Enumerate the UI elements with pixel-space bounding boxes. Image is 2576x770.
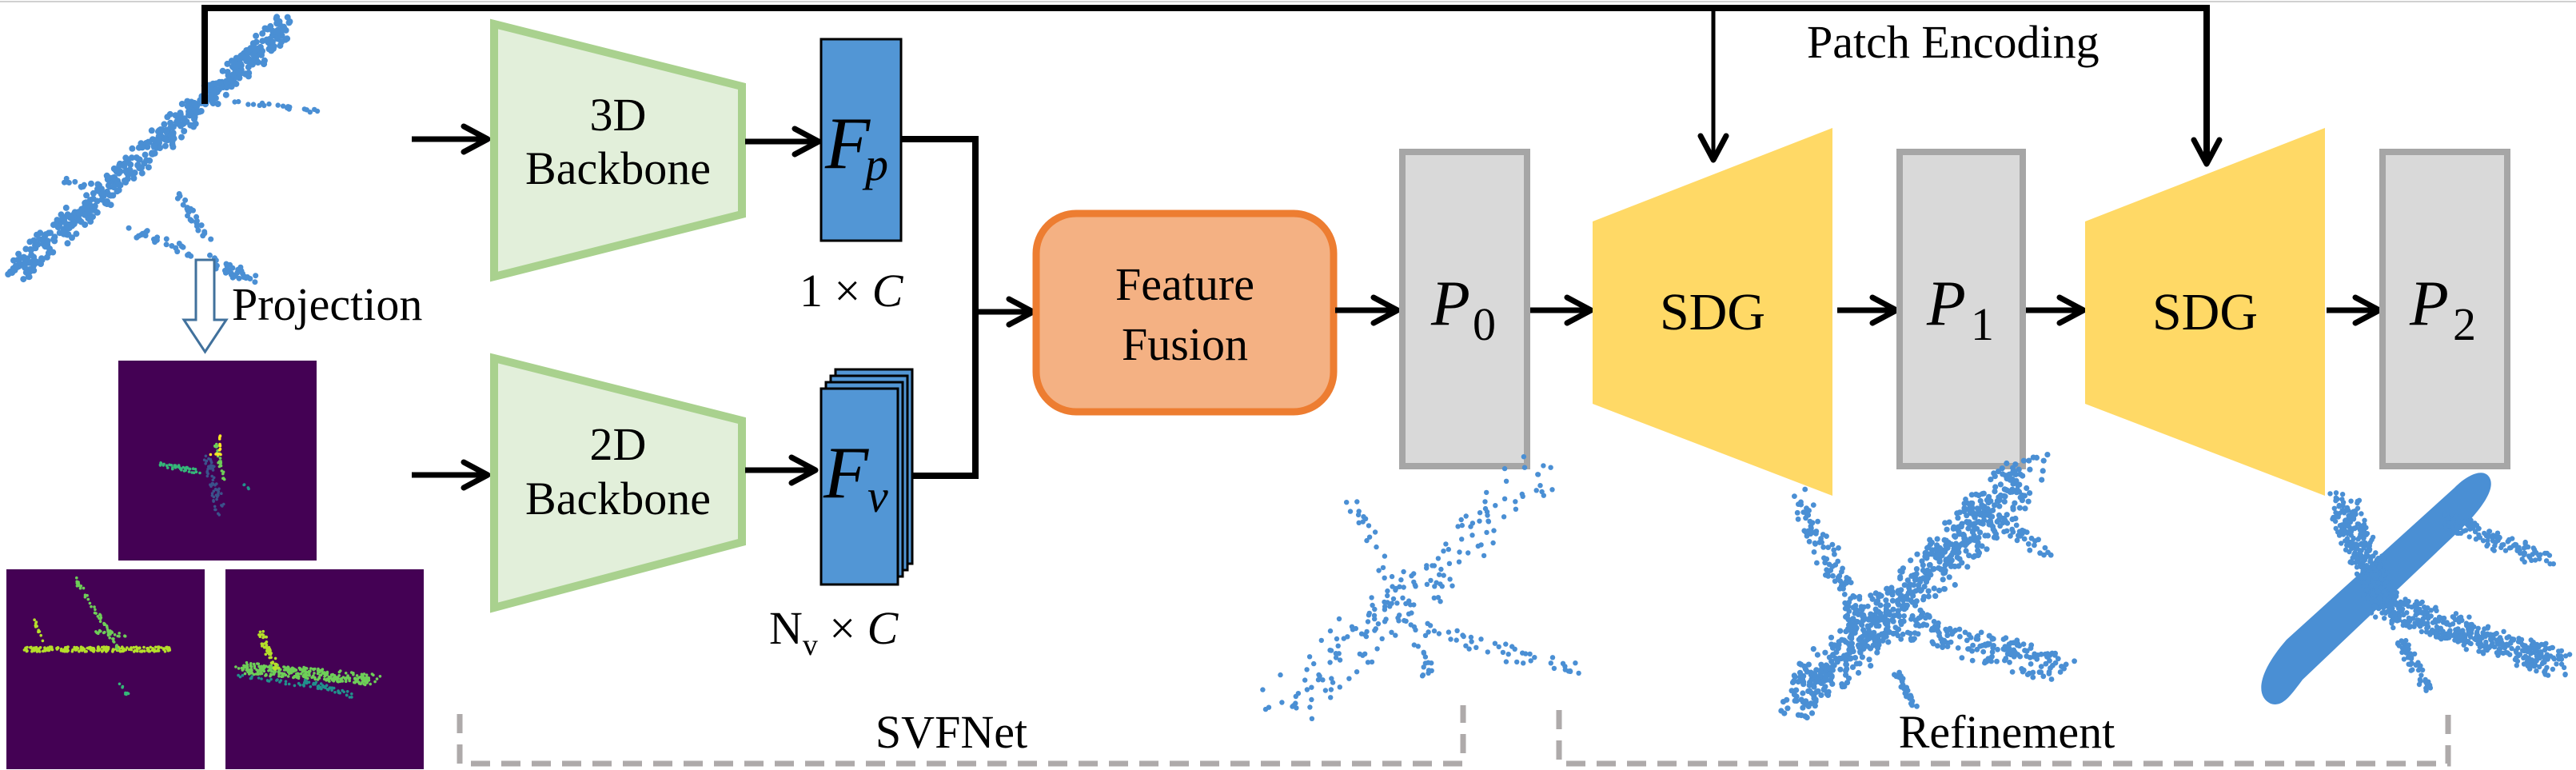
input-point-cloud [5,14,321,285]
depth-map-bottom-right [225,569,424,769]
backbone-2d-line1: 2D [590,418,647,470]
backbone-3d-line1: 3D [590,89,647,141]
projection-arrow-icon [181,258,229,354]
backbone-3d-line2: Backbone [525,142,711,194]
projection-label: Projection [232,278,422,330]
backbone-3d: 3D Backbone [490,18,746,282]
p2-subscript: 2 [2453,298,2476,350]
sdg-block-2: SDG [2085,128,2325,496]
sdg-1-label: SDG [1660,283,1765,341]
p0-subscript: 0 [1473,298,1496,350]
feature-fp: F p [819,38,903,242]
p2-symbol: P [2409,269,2449,339]
sdg-2-label: SDG [2152,283,2258,341]
refinement-group-bracket: Refinement [1556,706,2451,767]
fv-subscript: v [867,470,888,522]
fusion-line2: Fusion [1122,318,1248,370]
backbone-2d: 2D Backbone [490,353,746,613]
backbone-2d-line2: Backbone [525,473,711,525]
feature-fusion-block: Feature Fusion [1032,209,1338,416]
svfnet-label: SVFNet [875,706,1027,758]
feature-fv: F v [819,368,914,586]
depth-map-bottom-left [6,569,205,769]
p2-render [2261,473,2573,704]
point-cloud-p1: P 1 [1896,149,2026,469]
point-cloud-p2: P 2 [2379,149,2510,469]
p1-render [1778,452,2078,721]
depth-map-top [118,361,317,561]
p1-symbol: P [1926,269,1966,339]
feature-junction [901,136,979,479]
fusion-line1: Feature [1115,258,1254,310]
p1-subscript: 1 [1971,298,1994,350]
patch-encoding-connector: Patch Encoding [201,5,2223,167]
refinement-label: Refinement [1899,706,2115,758]
fv-symbol: F [823,432,869,513]
p0-render [1260,454,1581,721]
p0-symbol: P [1430,269,1470,339]
fp-dims: 1 × C [800,265,904,317]
fp-subscript: p [862,138,888,190]
point-cloud-p0: P 0 [1399,149,1530,469]
svfnet-group-bracket: SVFNet [457,705,1466,767]
sdg-block-1: SDG [1593,128,1832,496]
fv-dims: Nv × C [769,602,899,662]
patch-encoding-label: Patch Encoding [1807,16,2099,68]
fp-symbol: F [824,102,871,184]
